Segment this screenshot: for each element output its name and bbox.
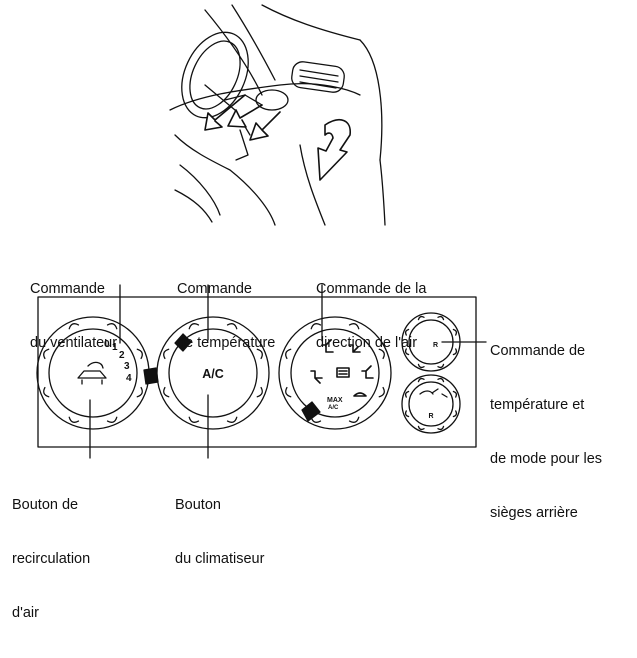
ac-button-label: Bouton du climatiseur — [175, 497, 265, 567]
fan-speed-0: 0 — [104, 339, 110, 350]
air-direction-icons — [310, 339, 374, 397]
rear-mode-icons — [419, 388, 448, 398]
dial-notch — [226, 323, 238, 330]
fan-speed-4: 4 — [126, 373, 132, 384]
dial-notch — [348, 323, 360, 330]
dial-notch — [163, 386, 170, 398]
dial-notch — [437, 425, 445, 431]
rear-mode-dial[interactable] — [401, 374, 461, 434]
fan-speed-1: 1 — [112, 342, 118, 353]
dial-notches — [43, 323, 143, 423]
dial-notch — [417, 315, 425, 321]
control-panel-frame — [37, 296, 477, 448]
climate-control-diagram: 0 1 2 3 4 A/C MAX A/C R R Commande du ve… — [12, 4, 602, 621]
ac-label: A/C — [202, 367, 224, 381]
dial-notch — [452, 410, 458, 418]
dial-notch — [136, 386, 143, 398]
diagram-drawing: 0 1 2 3 4 A/C MAX A/C R R — [36, 4, 487, 459]
dial-notch — [256, 348, 263, 360]
dial-notch — [437, 377, 445, 383]
dial-notch — [310, 323, 322, 330]
dial-notch — [452, 328, 458, 336]
rear-mode-r-label: R — [428, 413, 433, 420]
dial-notch — [417, 377, 425, 383]
dial-notch — [437, 363, 445, 369]
rear-control-label: Commande de température et de mode pour … — [490, 343, 603, 521]
dial-notch — [404, 348, 410, 356]
dial-notch — [437, 315, 445, 321]
max-ac-label: A/C — [328, 405, 339, 411]
dial-notch — [256, 386, 263, 398]
dial-notch — [404, 410, 410, 418]
fan-speed-2: 2 — [119, 350, 125, 361]
dial-notch — [404, 328, 410, 336]
fan-indicator-knob — [143, 367, 159, 385]
rear-r-label: R — [433, 342, 438, 349]
dial-notch — [348, 416, 360, 423]
dial-notch — [43, 348, 50, 360]
dial-notch — [285, 386, 292, 398]
temperature-indicator-knob — [174, 333, 192, 352]
dial-notch — [417, 425, 425, 431]
dial-notch — [136, 348, 143, 360]
dial-notch — [43, 386, 50, 398]
temperature-control-dial[interactable] — [156, 316, 270, 430]
dashboard-illustration — [169, 4, 386, 226]
dial-notch — [452, 348, 458, 356]
mode-indicator-knob — [301, 401, 321, 422]
dial-notch — [452, 390, 458, 398]
fan-control-dial[interactable] — [36, 316, 159, 430]
air-direction-control-dial[interactable] — [278, 316, 392, 430]
dial-notch — [106, 416, 118, 423]
dial-notch — [68, 323, 80, 330]
recirculation-button-label: Bouton de recirculation d'air — [12, 497, 91, 621]
dial-notch — [417, 363, 425, 369]
dial-notch — [378, 386, 385, 398]
dial-notch — [404, 390, 410, 398]
dial-notch — [68, 416, 80, 423]
dial-notch — [106, 323, 118, 330]
max-label: MAX — [327, 397, 343, 404]
dial-notch — [378, 348, 385, 360]
dial-notch — [226, 416, 238, 423]
fan-control-label: Commande du ventilateur — [30, 281, 118, 351]
fan-speed-3: 3 — [124, 361, 130, 372]
temperature-control-label: Commande de température — [177, 281, 276, 351]
air-direction-control-label: Commande de la direction de l'air — [316, 281, 427, 351]
dial-notch — [163, 348, 170, 360]
dial-notch — [188, 323, 200, 330]
recirculation-car-icon — [77, 361, 107, 385]
dial-notch — [285, 348, 292, 360]
leader-lines — [89, 284, 487, 459]
dial-notch — [188, 416, 200, 423]
